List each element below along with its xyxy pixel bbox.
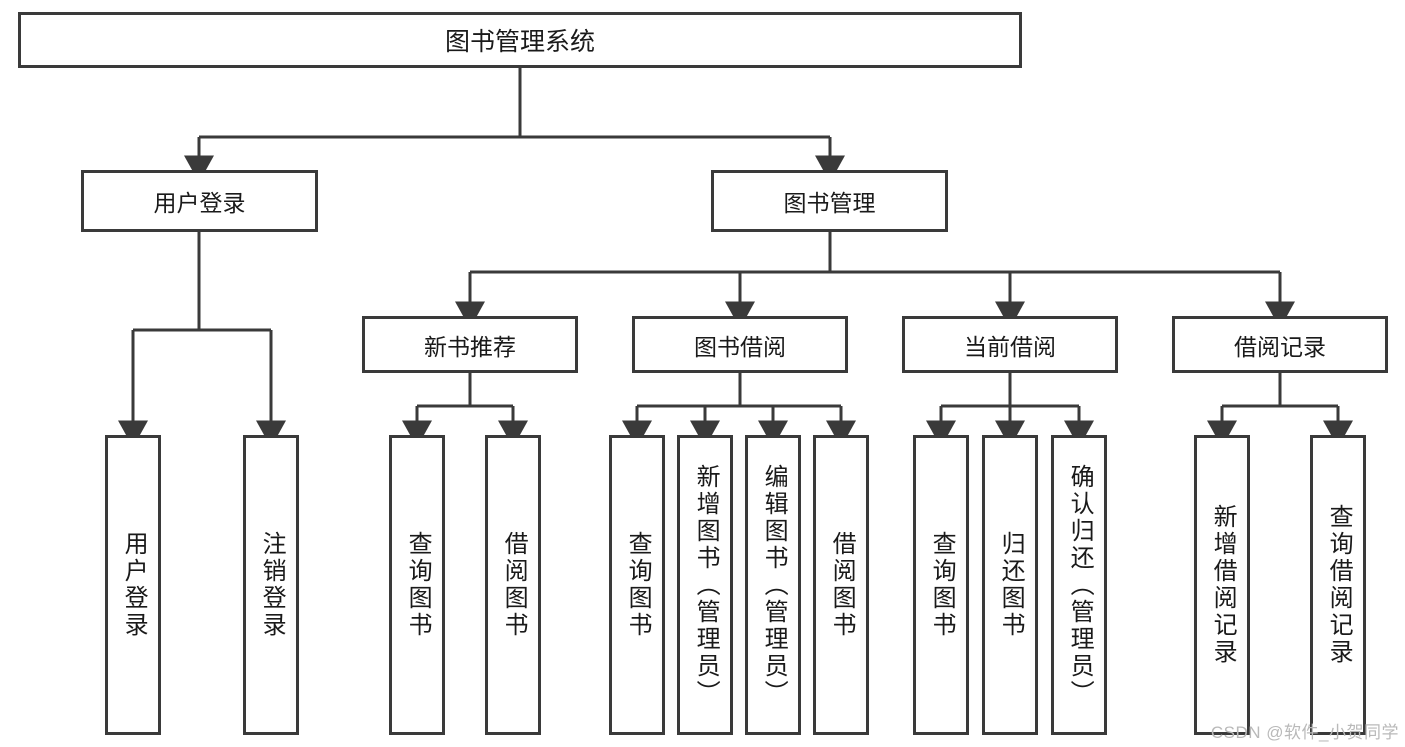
node-label: 图书借阅 <box>694 333 786 360</box>
leaf-label: 确认归还（管理员） <box>1066 463 1094 707</box>
leaf-label: 新增图书（管理员） <box>692 463 720 707</box>
leaf-label: 归还图书 <box>997 531 1025 639</box>
node-label: 当前借阅 <box>964 333 1056 360</box>
node-new-book-recommend[interactable]: 新书推荐 <box>362 316 578 373</box>
node-label: 图书管理系统 <box>444 28 595 56</box>
leaf-label: 查询图书 <box>404 531 432 639</box>
node-root-book-management-system[interactable]: 图书管理系统 <box>18 12 1022 68</box>
leaf-borrow-borrow-book[interactable]: 借阅图书 <box>813 435 869 735</box>
leaf-record-query-record[interactable]: 查询借阅记录 <box>1310 435 1366 735</box>
watermark: CSDN @软件_小贺同学 <box>1210 723 1399 742</box>
leaf-borrow-add-book-admin[interactable]: 新增图书（管理员） <box>677 435 733 735</box>
leaf-current-query-book[interactable]: 查询图书 <box>913 435 969 735</box>
leaf-current-confirm-return-admin[interactable]: 确认归还（管理员） <box>1051 435 1107 735</box>
node-borrow-record[interactable]: 借阅记录 <box>1172 316 1388 373</box>
leaf-borrow-edit-book-admin[interactable]: 编辑图书（管理员） <box>745 435 801 735</box>
leaf-label: 编辑图书（管理员） <box>760 463 788 707</box>
leaf-recommend-borrow-book[interactable]: 借阅图书 <box>485 435 541 735</box>
leaf-record-add-record[interactable]: 新增借阅记录 <box>1194 435 1250 735</box>
leaf-label: 借阅图书 <box>500 531 528 639</box>
node-user-login[interactable]: 用户登录 <box>81 170 318 232</box>
node-book-management[interactable]: 图书管理 <box>711 170 948 232</box>
leaf-label: 借阅图书 <box>828 531 856 639</box>
leaf-label: 查询借阅记录 <box>1325 504 1353 666</box>
leaf-label: 查询图书 <box>624 531 652 639</box>
leaf-user-login-logout[interactable]: 注销登录 <box>243 435 299 735</box>
node-label: 用户登录 <box>153 190 246 216</box>
leaf-label: 注销登录 <box>258 531 286 639</box>
leaf-borrow-query-book[interactable]: 查询图书 <box>609 435 665 735</box>
node-current-borrow[interactable]: 当前借阅 <box>902 316 1118 373</box>
node-label: 新书推荐 <box>424 333 516 360</box>
node-label: 图书管理 <box>783 190 876 216</box>
leaf-label: 查询图书 <box>928 531 956 639</box>
leaf-label: 新增借阅记录 <box>1209 504 1237 666</box>
leaf-label: 用户登录 <box>120 531 148 639</box>
leaf-recommend-query-book[interactable]: 查询图书 <box>389 435 445 735</box>
leaf-user-login-login[interactable]: 用户登录 <box>105 435 161 735</box>
node-book-borrow[interactable]: 图书借阅 <box>632 316 848 373</box>
node-label: 借阅记录 <box>1234 333 1326 360</box>
leaf-current-return-book[interactable]: 归还图书 <box>982 435 1038 735</box>
